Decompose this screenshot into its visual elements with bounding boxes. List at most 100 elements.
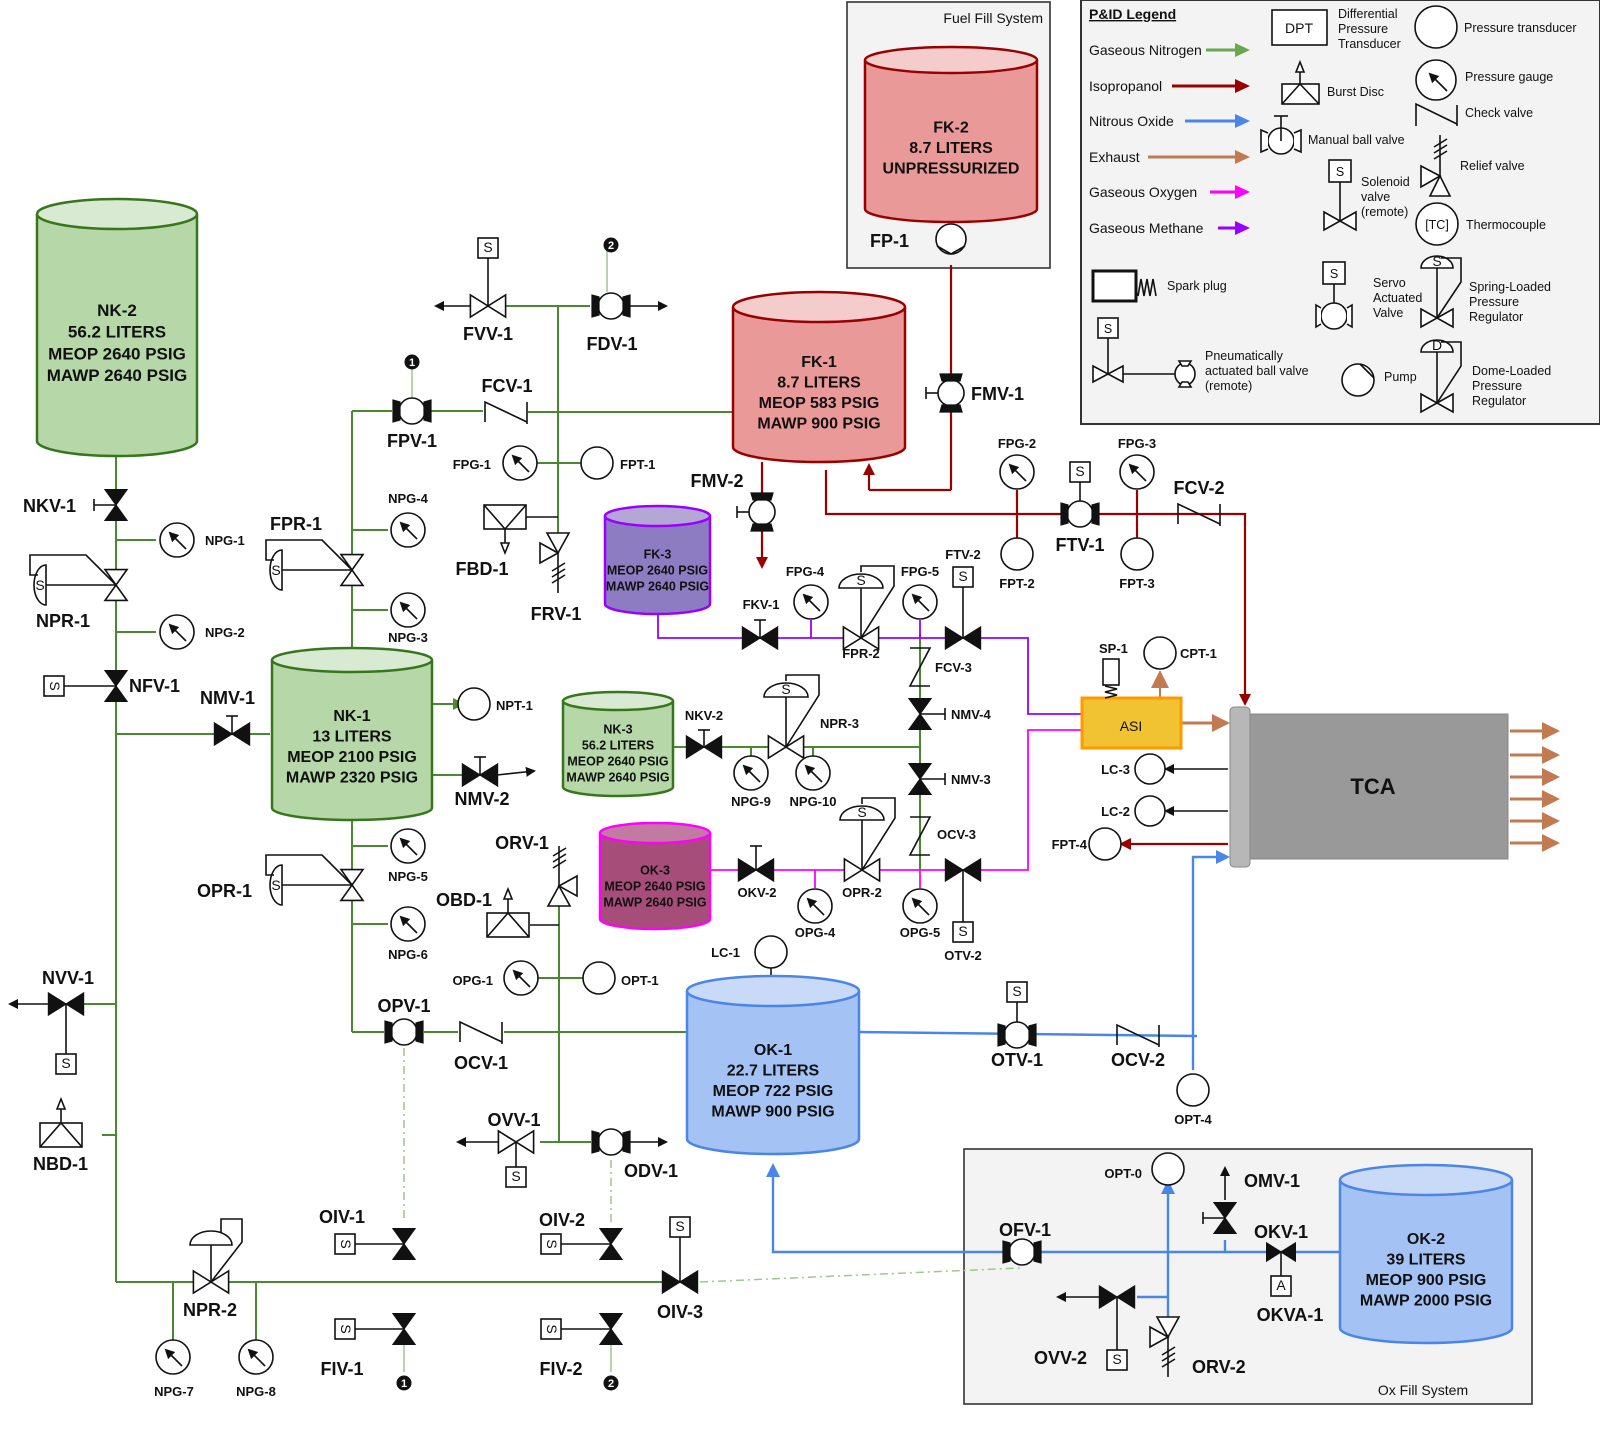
valve-omv-1[interactable]: OMV-1 — [1202, 1166, 1300, 1234]
transducer-opt-0: OPT-0 — [1104, 1152, 1185, 1186]
asi-igniter[interactable]: ASI — [1080, 696, 1183, 750]
tank-label: MAWP 2640 PSIG — [566, 770, 669, 784]
svg-text:LC-2: LC-2 — [1101, 804, 1130, 819]
tank-label: FK-3 — [644, 547, 672, 561]
burst-disc-nbd-1[interactable]: NBD-1 — [33, 1096, 88, 1174]
valve-nmv-3[interactable]: NMV-3 — [907, 763, 991, 795]
load-cells: LC-3 LC-2 FPT-4 LC-1 — [711, 753, 1166, 969]
tca-thrust-chamber[interactable]: TCA — [1229, 706, 1509, 868]
valve-nkv-1[interactable]: NKV-1 — [23, 489, 129, 521]
relief-valve-frv-1[interactable]: FRV-1 — [531, 532, 582, 624]
tank-label: NK-2 — [97, 301, 137, 320]
component-label: NMV-2 — [454, 789, 509, 809]
tank-label: 8.7 LITERS — [909, 140, 993, 157]
valve-fmv-2[interactable]: FMV-2 — [690, 471, 776, 532]
tank-label: MEOP 722 PSIG — [713, 1083, 834, 1100]
svg-text:S: S — [511, 1168, 520, 1184]
burst-disc-fbd-1[interactable]: FBD-1 — [456, 504, 559, 579]
component-label: NFV-1 — [129, 676, 180, 696]
valve-fmv-1[interactable]: FMV-1 — [925, 373, 1024, 413]
cpt1-transducer: CPT-1 — [1143, 636, 1217, 670]
legend-servo-label: Servo — [1373, 276, 1406, 290]
component-label: NPR-2 — [183, 1300, 237, 1320]
svg-text:CPT-1: CPT-1 — [1180, 646, 1217, 661]
legend-check-valve-icon — [1415, 102, 1458, 126]
relief-valve-orv-2[interactable]: ORV-2 — [1149, 1316, 1246, 1377]
legend-dome-regulator-icon: D — [1420, 337, 1462, 414]
check-valve-fcv-2[interactable]: FCV-2 — [1173, 478, 1225, 526]
component-label: OCV-3 — [937, 827, 976, 842]
valve-nkv-2[interactable]: NKV-2 — [685, 708, 723, 760]
component-label: NPG-7 — [154, 1384, 194, 1399]
component-label: NPG-6 — [388, 947, 428, 962]
valve-nmv-1[interactable]: NMV-1 — [200, 688, 255, 747]
legend-pump-icon — [1341, 363, 1375, 397]
valve-nmv-4[interactable]: NMV-4 — [907, 698, 992, 730]
check-valve-ocv-1[interactable]: OCV-1 — [454, 1020, 508, 1073]
valve-nmv-2[interactable]: NMV-2 — [454, 756, 536, 809]
valve-opv-1[interactable]: OPV-1 — [377, 996, 431, 1046]
tank-label: OK-2 — [1407, 1231, 1445, 1248]
valve-odv-1[interactable]: ODV-1 — [591, 1128, 678, 1181]
svg-text:1: 1 — [409, 357, 415, 369]
svg-text:Valve: Valve — [1373, 306, 1403, 320]
svg-text:Regulator: Regulator — [1469, 310, 1523, 324]
valve-okv-2[interactable]: OKV-2 — [737, 845, 777, 900]
check-valve-ocv-2[interactable]: OCV-2 — [1111, 1023, 1165, 1070]
check-valve-ocv-3[interactable]: OCV-3 — [908, 816, 976, 856]
component-label: NPG-2 — [205, 625, 245, 640]
valve-ofv-1[interactable]: OFV-1 — [999, 1220, 1051, 1266]
check-valve-fcv-3[interactable]: FCV-3 — [908, 647, 972, 687]
tank-label: MAWP 900 PSIG — [757, 415, 880, 432]
tank-label: MAWP 2000 PSIG — [1360, 1292, 1492, 1309]
tank-label: MEOP 2640 PSIG — [567, 754, 668, 768]
check-valve-fcv-1[interactable]: FCV-1 — [481, 376, 533, 424]
relief-valve-orv-1[interactable]: ORV-1 — [495, 833, 578, 907]
svg-text:valve: valve — [1361, 190, 1390, 204]
valve-fkv-1[interactable]: FKV-1 — [741, 597, 779, 651]
legend-pneumatic-label: Pneumatically — [1205, 349, 1284, 363]
regulator-npr-2[interactable]: NPR-2 — [183, 1218, 243, 1320]
nitrous-lines — [766, 850, 1340, 1317]
tank-label: MEOP 2640 PSIG — [48, 344, 186, 363]
svg-text:S: S — [544, 1324, 560, 1333]
component-label: NKV-1 — [23, 496, 76, 516]
burst-disc-obd-1[interactable]: OBD-1 — [436, 886, 530, 938]
legend-dpt-icon: DPT — [1271, 9, 1328, 46]
gauge-opg-5: OPG-5 — [900, 888, 940, 940]
legend-fluid-label: Isopropanol — [1089, 78, 1162, 94]
svg-text:S: S — [1104, 322, 1112, 336]
